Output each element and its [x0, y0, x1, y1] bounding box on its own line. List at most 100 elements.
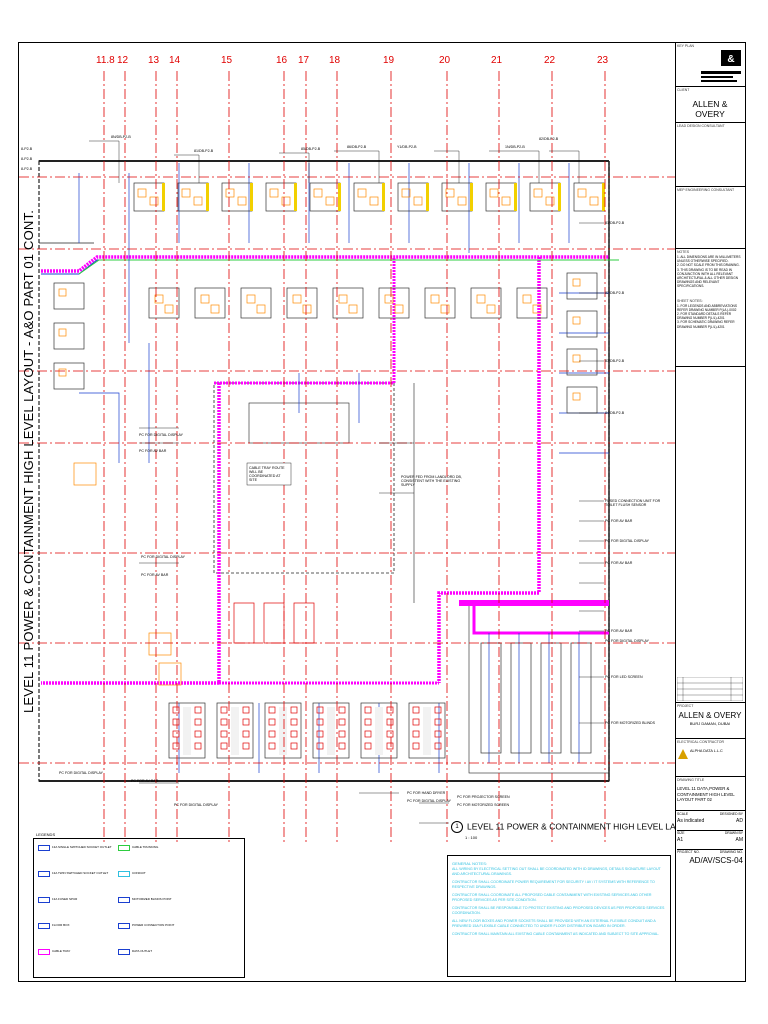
company-logo-icon: &: [721, 50, 741, 66]
drawing-no-labels: PROJECT NO. DRAWING NO.: [677, 849, 743, 855]
drawing-title-label: DRAWING TITLE: [677, 778, 705, 782]
legend-text: 13A TWIN SWITCHED SOCKET OUTLET: [52, 871, 109, 876]
grid-tag: 22: [544, 55, 556, 66]
callout-label: PC FOR DIGITAL DISPLAY: [174, 803, 219, 807]
legend-text: CABLE TRUNKING: [132, 845, 159, 850]
floor-plan-svg: [19, 71, 675, 843]
size-value: A1: [677, 837, 684, 843]
general-note-line: CONTRACTOR SHALL COORDINATE ALL PROPOSED…: [452, 893, 652, 902]
callout-label: Y1/DB-P2-B: [397, 145, 417, 149]
legend-item: CABLE TRAY: [38, 949, 70, 955]
legend-text: 13A SINGLE SWITCHED SOCKET OUTLET: [52, 845, 112, 850]
grid-horizontal: [19, 176, 675, 764]
legend-text: FLOOR BOX: [52, 923, 70, 928]
callout-label: PC FOR AV BAR: [605, 561, 633, 565]
callout-label: 81/DB-P2-B: [194, 149, 214, 153]
key-plan-label: KEY PLAN: [677, 44, 695, 48]
drawing-no-label: DRAWING NO.: [719, 850, 743, 854]
drawn-label: DRAWN BY: [724, 831, 743, 835]
client-section: CLIENT ALLEN & OVERY: [675, 87, 745, 123]
callout-label: PC FOR MOTORIZED BLINDS: [605, 721, 656, 725]
contractor-section: ELECTRICAL CONTRACTOR ALPHA DATA L.L.C: [675, 739, 745, 777]
contractor-name: ALPHA DATA L.L.C: [690, 749, 723, 753]
key-plan: KEY PLAN &: [675, 43, 745, 87]
project-location: BURJ DAMAN, DUBAI: [689, 721, 731, 726]
legend-item: DATA OUTLET: [118, 949, 152, 955]
building-walls: [38, 160, 610, 782]
callout-label: PC FOR LED SCREEN: [605, 675, 643, 679]
legend-symbol-icon: [38, 949, 50, 955]
general-note-line: ALL NEW FLOOR BOXES AND POWER SOCKETS SH…: [452, 919, 656, 928]
callout-label: PC FOR DIGITAL DISPLAY: [59, 771, 104, 775]
legend-item: FLOOR BOX: [38, 923, 70, 929]
callout-label: CABLE TRAY ROUTE WILL BE COORDINATED AT …: [249, 466, 285, 482]
logo-wordmark: [701, 71, 741, 82]
legend-title: LEGENDS: [36, 832, 56, 837]
legend-item: 13A FUSED SPUR: [38, 897, 77, 903]
callout-label: 85/DB-P2-B: [301, 147, 321, 151]
drawing-number: 1: [451, 821, 463, 833]
callout-label: 82/DB-P2-B: [539, 137, 559, 141]
legend-text: POWER CONNECTION POINT: [132, 923, 175, 928]
notes-section: NOTES 1. ALL DIMENSIONS ARE IN MILLIMETE…: [675, 249, 745, 367]
grid-lines: [103, 71, 606, 843]
general-note-line: CONTRACTOR SHALL COORDINATE POWER REQUIR…: [452, 880, 655, 889]
legend-symbol-icon: [38, 845, 50, 851]
note-item: 3. THIS DRAWING IS TO BE READ IN CONJUNC…: [677, 267, 739, 289]
general-notes: GENERAL NOTES: ALL WIRING BY ELECTRICAL …: [447, 855, 671, 977]
revision-area: [675, 367, 745, 703]
cable-tray: [78, 259, 619, 275]
callout-label: 83/DB-P2-B: [605, 359, 625, 363]
grid-tag: 19: [383, 55, 395, 66]
contractor-logo-icon: [678, 749, 688, 759]
legend-item: 13A SINGLE SWITCHED SOCKET OUTLET: [38, 845, 112, 851]
legend-text: CABLE TRAY: [52, 949, 71, 954]
scale-row: As indicated AD: [677, 817, 743, 826]
drawn-value: AM: [735, 837, 744, 843]
scale-row-labels: SCALE DESIGNED BY: [677, 812, 743, 817]
legend-text: DATA OUTLET: [132, 949, 153, 954]
grid-tag: 20: [439, 55, 451, 66]
note-item: 2. DO NOT SCALE FROM THIS DRAWING.: [677, 263, 740, 268]
general-notes-title: GENERAL NOTES:: [452, 861, 487, 866]
scale-label: SCALE: [677, 812, 689, 816]
general-note-line: ALL WIRING BY ELECTRICAL SETTING OUT SHA…: [452, 867, 661, 876]
legend-symbol-icon: [38, 897, 50, 903]
callout-label: 8-P2-B: [21, 147, 33, 151]
legend-item: 13A TWIN SWITCHED SOCKET OUTLET: [38, 871, 108, 877]
designed-label: DESIGNED BY: [719, 812, 743, 816]
callout-label: PC FOR MOTORIZED SCREEN: [457, 803, 510, 807]
callout-label: PC FOR AV BAR: [141, 573, 169, 577]
sheet-notes-label: SHEET NOTES:: [677, 298, 703, 303]
general-note-line: CONTRACTOR SHALL MAINTAIN ALL EXISTING C…: [452, 932, 660, 936]
size-label: SIZE: [677, 831, 685, 835]
drawing-number-value: AD/AV/SCS-04: [689, 856, 743, 865]
size-row: A1 AM: [677, 836, 743, 845]
grid-tag: 21: [491, 55, 503, 66]
svg-text:&: &: [727, 54, 734, 65]
legend-item: CONDUIT: [118, 871, 146, 877]
note-item: 1. ALL DIMENSIONS ARE IN MILLIMETERS UNL…: [677, 255, 741, 264]
project-label: PROJECT: [677, 704, 694, 708]
callout-label: 8-P2-B: [21, 157, 33, 161]
callout-label: PC FOR AV BAR: [131, 779, 159, 783]
client-name: ALLEN & OVERY: [692, 99, 728, 119]
legend-symbol-icon: [118, 923, 130, 929]
callout-label: FUSED CONNECTION UNIT FOR TOILET FLUSH S…: [605, 499, 661, 507]
revision-table: [677, 677, 743, 701]
callout-label: PC FOR DIGITAL DISPLAY: [141, 555, 186, 559]
grid-tag: 18: [329, 55, 341, 66]
callout-label: PC FOR AV BAR: [605, 629, 633, 633]
legend-symbol-icon: [118, 949, 130, 955]
sheet-note-item: 2. FOR STANDARD DETAILS REFER DRAWING NU…: [677, 312, 732, 321]
size-row-labels: SIZE DRAWN BY: [677, 830, 743, 836]
grid-tag: 14: [169, 55, 181, 66]
legend-item: CABLE TRUNKING: [118, 845, 158, 851]
drawing-scale: 1 : 100: [465, 835, 478, 840]
project-section: PROJECT ALLEN & OVERY BURJ DAMAN, DUBAI: [675, 703, 745, 739]
callout-label: 8N/DB-P2-B: [111, 135, 131, 139]
legend-item: MOTORIZED BLINDS POINT: [118, 897, 172, 903]
callout-label: PC FOR DIGITAL DISPLAY: [139, 433, 184, 437]
